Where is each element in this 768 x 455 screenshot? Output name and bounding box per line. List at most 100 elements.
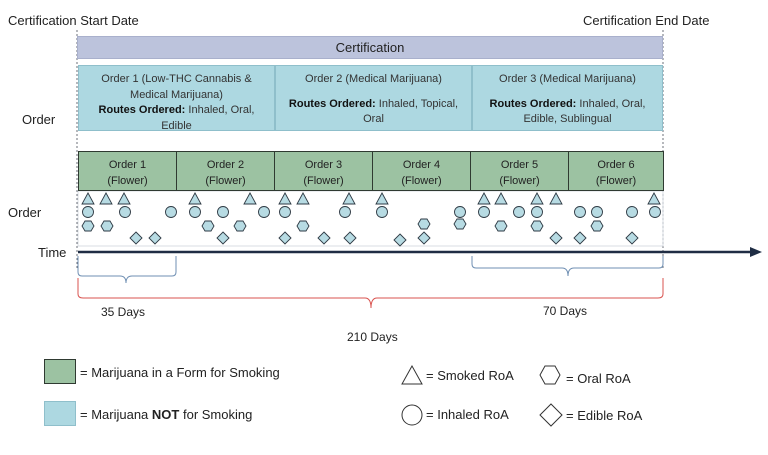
inhaled-circle-icon: [454, 206, 466, 218]
oral-hexagon-icon: [81, 220, 95, 232]
inhaled-circle-icon: [217, 206, 229, 218]
flower-order-name: Order 3: [304, 159, 343, 171]
edible-diamond-icon: [549, 231, 563, 245]
inhaled-circle-icon: [574, 206, 586, 218]
bracket-210-days: [77, 278, 664, 309]
legend-smoking-text: = Marijuana in a Form for Smoking: [80, 365, 280, 380]
legend-edible-text: = Edible RoA: [566, 408, 643, 423]
inhaled-circle-icon: [513, 206, 525, 218]
inhaled-circle-icon: [376, 206, 388, 218]
smoked-triangle-icon: [278, 192, 292, 205]
smoked-triangle-icon: [99, 192, 113, 205]
order-title: Order 3 (Medical Marijuana): [499, 73, 636, 85]
smoked-triangle-icon: [530, 192, 544, 205]
legend-not-smoking-pre: = Marijuana: [80, 407, 152, 422]
inhaled-circle-icon: [531, 206, 543, 218]
oral-hexagon-icon: [453, 218, 467, 230]
edible-diamond-icon: [216, 231, 230, 245]
smoked-triangle-icon: [243, 192, 257, 205]
oral-hexagon-icon: [494, 220, 508, 232]
flower-order-2: Order 2 (Flower): [176, 151, 275, 191]
certification-bar: Certification: [77, 36, 663, 59]
duration-35-days: 35 Days: [101, 305, 146, 319]
routes-label: Routes Ordered:: [98, 104, 186, 116]
flower-order-4: Order 4 (Flower): [372, 151, 471, 191]
smoked-triangle-icon: [296, 192, 310, 205]
smoked-triangle-icon: [549, 192, 563, 205]
legend-not-smoking-text: = Marijuana NOT for Smoking: [80, 407, 252, 422]
inhaled-circle-icon: [591, 206, 603, 218]
order-box-3: Order 3 (Medical Marijuana) Routes Order…: [472, 65, 663, 131]
bracket-70-days: [471, 256, 664, 277]
flower-order-form: (Flower): [595, 175, 637, 187]
oral-hexagon-icon: [590, 220, 604, 232]
edible-diamond-icon: [625, 231, 639, 245]
edible-diamond-icon: [278, 231, 292, 245]
order-title: Order 1 (Low-THC Cannabis & Medical Mari…: [101, 73, 252, 101]
edible-diamond-icon: [393, 233, 407, 247]
edible-diamond-icon: [317, 231, 331, 245]
timeline-arrow: [78, 247, 762, 257]
smoked-triangle-icon: [342, 192, 356, 205]
legend-not-smoking-bold: NOT: [151, 407, 180, 422]
inhaled-circle-icon: [279, 206, 291, 218]
smoked-triangle-icon: [117, 192, 131, 205]
inhaled-circle-icon: [258, 206, 270, 218]
flower-order-name: Order 2: [206, 159, 245, 171]
smoked-triangle-icon: [647, 192, 661, 205]
flower-order-name: Order 4: [402, 159, 441, 171]
legend-diamond-icon: [539, 403, 563, 427]
oral-hexagon-icon: [233, 220, 247, 232]
routes-value: Inhaled, Oral, Edible, Sublingual: [523, 97, 646, 126]
flower-order-5: Order 5 (Flower): [470, 151, 569, 191]
flower-order-name: Order 1: [108, 159, 147, 171]
flower-order-6: Order 6 (Flower): [568, 151, 664, 191]
legend-not-smoking-post: for Smoking: [179, 407, 253, 422]
legend-not-smoking-swatch: [44, 401, 76, 426]
duration-210-days: 210 Days: [347, 330, 398, 344]
order-title: Order 2 (Medical Marijuana): [305, 73, 442, 85]
routes-label: Routes Ordered:: [288, 97, 376, 110]
flower-order-form: (Flower): [107, 175, 148, 187]
inhaled-circle-icon: [82, 206, 94, 218]
certification-label: Certification: [335, 40, 405, 55]
flower-order-3: Order 3 (Flower): [274, 151, 373, 191]
smoked-triangle-icon: [375, 192, 389, 205]
edible-diamond-icon: [343, 231, 357, 245]
order-row-label: Order: [22, 112, 56, 127]
order-box-2: Order 2 (Medical Marijuana) Routes Order…: [275, 65, 472, 131]
inhaled-circle-icon: [119, 206, 131, 218]
oral-hexagon-icon: [201, 220, 215, 232]
oral-hexagon-icon: [100, 220, 114, 232]
smoked-triangle-icon: [477, 192, 491, 205]
smoked-triangle-icon: [188, 192, 202, 205]
smoked-triangle-icon: [494, 192, 508, 205]
inhaled-circle-icon: [165, 206, 177, 218]
route-symbols: [81, 192, 661, 247]
legend-smoked-text: = Smoked RoA: [426, 368, 514, 383]
bracket-35-days: [77, 256, 177, 284]
edible-diamond-icon: [129, 231, 143, 245]
edible-diamond-icon: [573, 231, 587, 245]
symbol-area: [77, 190, 664, 247]
inhaled-circle-icon: [339, 206, 351, 218]
order-row-label-2: Order: [8, 205, 42, 220]
edible-diamond-icon: [417, 231, 431, 245]
inhaled-circle-icon: [649, 206, 661, 218]
certification-start-label: Certification Start Date: [8, 13, 139, 28]
routes-label: Routes Ordered:: [489, 97, 577, 110]
edible-diamond-icon: [148, 231, 162, 245]
inhaled-circle-icon: [626, 206, 638, 218]
legend-circle-icon: [401, 404, 423, 426]
flower-order-name: Order 6: [597, 159, 635, 171]
flower-order-name: Order 5: [500, 159, 539, 171]
flower-order-form: (Flower): [401, 175, 442, 187]
legend-inhaled-text: = Inhaled RoA: [426, 407, 509, 422]
certification-end-label: Certification End Date: [583, 13, 710, 28]
flower-order-1: Order 1 (Flower): [78, 151, 177, 191]
inhaled-circle-icon: [189, 206, 201, 218]
order-box-1: Order 1 (Low-THC Cannabis & Medical Mari…: [78, 65, 275, 132]
oral-hexagon-icon: [417, 218, 431, 230]
inhaled-circle-icon: [478, 206, 490, 218]
